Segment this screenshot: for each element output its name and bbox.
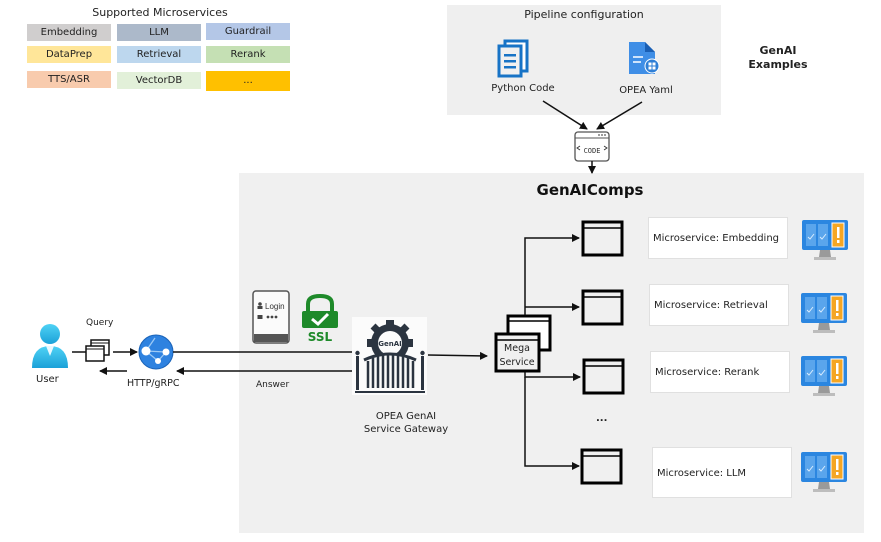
login-auth-icon: Login — [252, 290, 290, 344]
pipeline-title: Pipeline configuration — [524, 8, 644, 21]
mega-text-line2: Service — [499, 357, 534, 368]
mega-text-line1: Mega — [504, 343, 530, 354]
monitor-status-icon-retrieval — [801, 293, 847, 333]
examples-line2: Examples — [748, 58, 808, 71]
legend-chip-llm: LLM — [117, 24, 201, 41]
microservice-retrieval[interactable]: Microservice: Retrieval — [649, 284, 789, 326]
genaicomps-title: GenAIComps — [536, 181, 644, 199]
legend-chip-rerank: Rerank — [206, 46, 290, 63]
legend-chip-more: ... — [206, 71, 290, 91]
code-icon-text: CODE — [584, 147, 601, 155]
legend-chip-dataprep: DataPrep — [27, 46, 111, 63]
http-globe-icon[interactable] — [138, 334, 174, 370]
legend-chip-embedding: Embedding — [27, 24, 111, 41]
login-text: Login — [265, 302, 285, 311]
legend-chip-retrieval: Retrieval — [117, 46, 201, 63]
gateway-icon[interactable]: GenAI — [352, 317, 427, 395]
service-window-embedding[interactable] — [581, 220, 624, 257]
gateway-label-line1: OPEA GenAI — [375, 411, 437, 422]
monitor-status-icon-embedding — [802, 220, 848, 260]
more-services-ellipsis: ... — [596, 413, 608, 424]
query-label: Query — [86, 318, 114, 328]
genai-examples-label: GenAI Examples — [738, 44, 818, 72]
legend-title: Supported Microservices — [92, 6, 228, 19]
gateway-badge-text: GenAI — [378, 340, 402, 348]
service-window-retrieval[interactable] — [581, 289, 624, 326]
legend-chip-vectordb: VectorDB — [117, 72, 201, 89]
legend-chip-guardrail: Guardrail — [206, 23, 290, 40]
query-windows-icon — [85, 339, 110, 362]
python-code-icon[interactable] — [497, 39, 529, 78]
ssl-text: SSL — [308, 330, 333, 344]
opea-yaml-label: OPEA Yaml — [619, 85, 673, 96]
arrow-yaml-to-code — [596, 101, 643, 130]
microservice-embedding[interactable]: Microservice: Embedding — [648, 217, 788, 259]
microservice-rerank[interactable]: Microservice: Rerank — [650, 351, 790, 393]
python-code-label: Python Code — [491, 83, 555, 94]
examples-line1: GenAI — [759, 44, 797, 57]
link-mega-to-embedding — [524, 234, 580, 315]
service-window-rerank[interactable] — [582, 358, 625, 395]
link-mega-to-rerank — [524, 372, 581, 381]
link-mega-to-llm — [524, 377, 580, 470]
microservice-llm[interactable]: Microservice: LLM — [652, 447, 792, 498]
code-window-icon: CODE — [574, 131, 610, 162]
answer-label: Answer — [256, 380, 290, 390]
user-icon[interactable] — [32, 324, 68, 368]
arrow-gateway-to-mega — [427, 351, 488, 360]
legend-chip-tts-asr: TTS/ASR — [27, 71, 111, 88]
arrow-python-to-code — [542, 100, 588, 130]
pipeline-configuration-box — [447, 5, 721, 115]
ssl-lock-icon: SSL — [302, 293, 338, 344]
user-label: User — [36, 374, 59, 385]
opea-yaml-icon[interactable] — [629, 42, 660, 74]
fanout-connectors — [524, 234, 581, 470]
mega-service-icon[interactable]: Mega Service — [494, 314, 552, 373]
gateway-label-line2: Service Gateway — [363, 424, 449, 435]
monitor-status-icon-llm — [801, 452, 847, 492]
gateway-label: OPEA GenAI Service Gateway — [352, 410, 460, 436]
monitor-status-icon-rerank — [801, 356, 847, 396]
protocol-label: HTTP/gRPC — [127, 378, 180, 389]
service-window-llm[interactable] — [580, 448, 623, 485]
